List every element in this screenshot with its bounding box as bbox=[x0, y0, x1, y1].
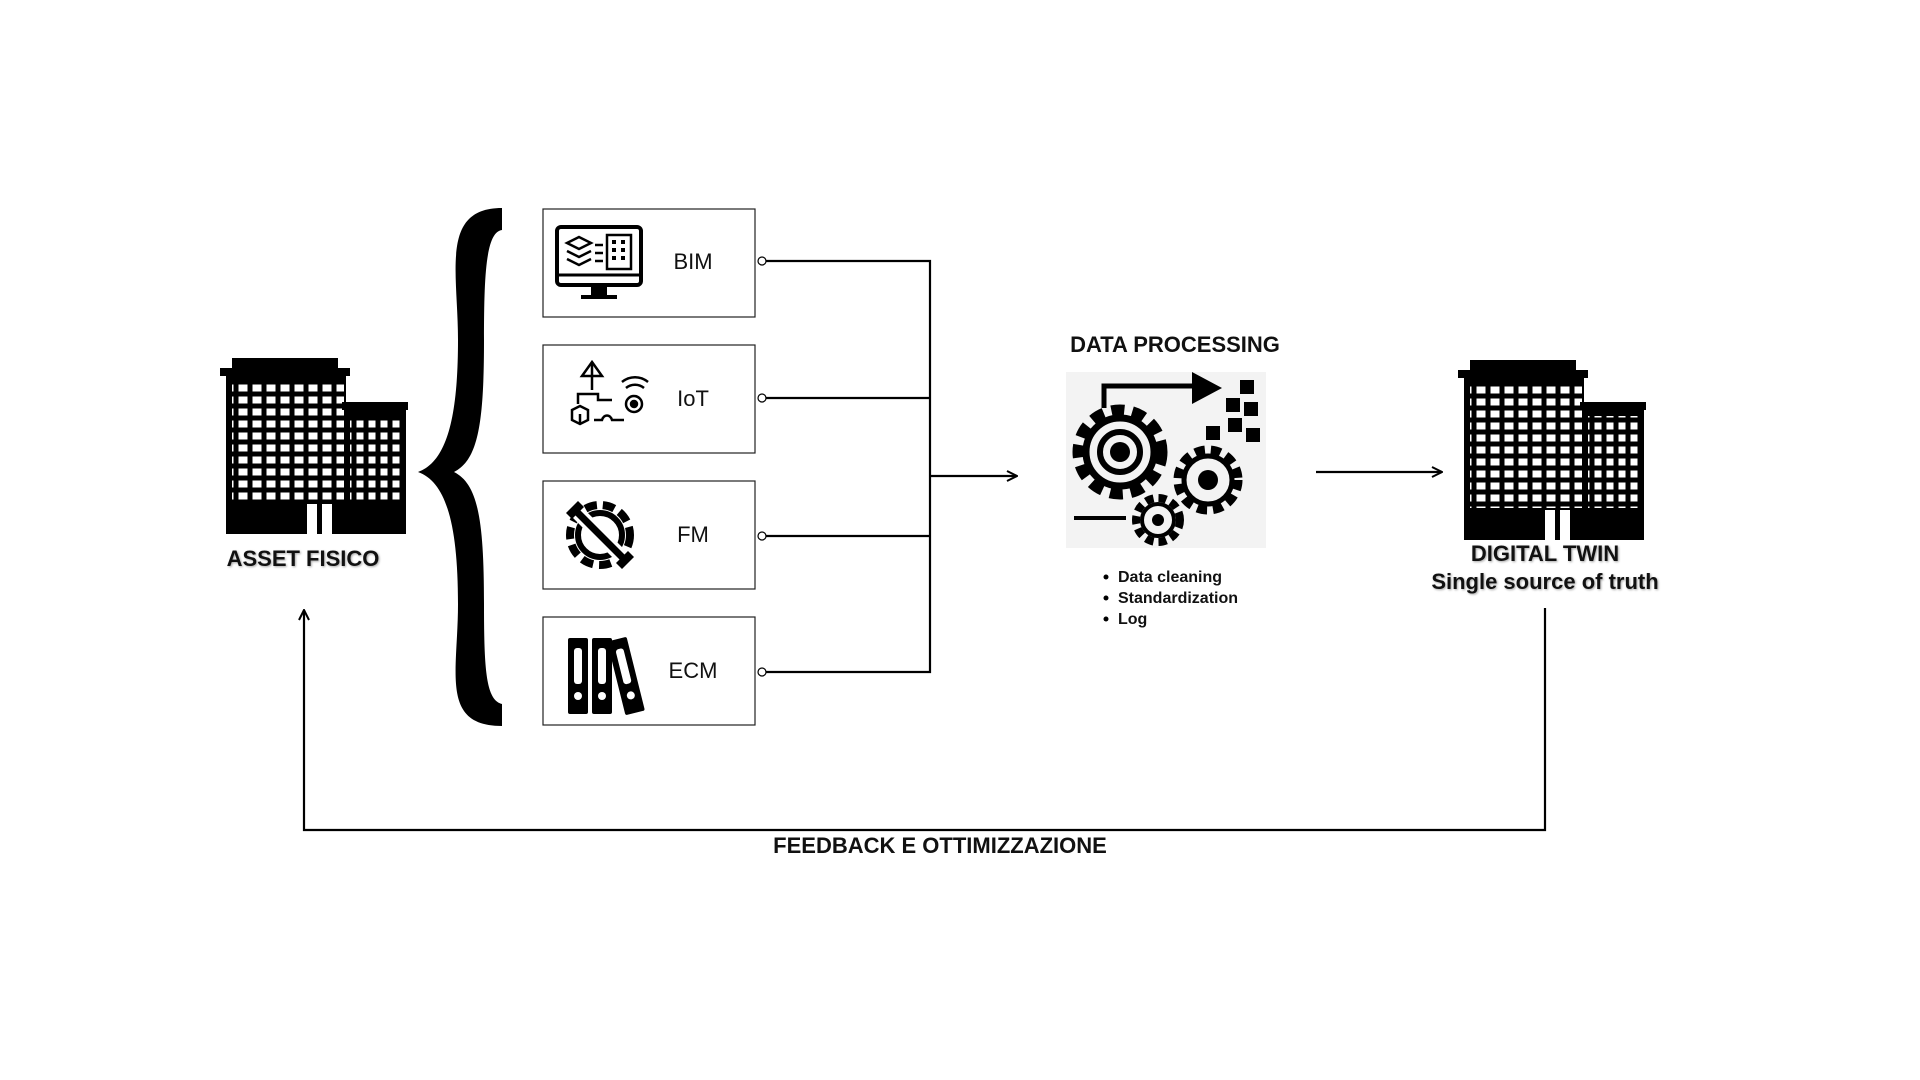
twin-subtitle: Single source of truth bbox=[1431, 569, 1658, 594]
asset-label: ASSET FISICO bbox=[227, 546, 380, 571]
grouping-brace bbox=[418, 208, 502, 726]
source-label-bim: BIM bbox=[673, 249, 712, 274]
source-box-iot: IoT bbox=[542, 344, 756, 454]
twin-title: DIGITAL TWIN bbox=[1471, 541, 1619, 566]
bullet-log: Log bbox=[1118, 611, 1147, 628]
bullet-dot bbox=[1103, 595, 1109, 601]
feedback-label: FEEDBACK E OTTIMIZZAZIONE bbox=[773, 833, 1107, 858]
source-label-iot: IoT bbox=[677, 386, 709, 411]
gear-wrench-icon bbox=[566, 501, 634, 569]
feedback-arrow bbox=[304, 608, 1547, 832]
gears-process-icon bbox=[1066, 372, 1266, 548]
source-box-fm: FM bbox=[542, 480, 756, 590]
iot-network-icon bbox=[570, 359, 649, 426]
processing-title: DATA PROCESSING bbox=[1070, 332, 1280, 357]
bullet-dot bbox=[1103, 574, 1109, 580]
binders-icon bbox=[568, 637, 645, 715]
twin-building-icon bbox=[1458, 360, 1646, 540]
bullet-standardization: Standardization bbox=[1118, 590, 1238, 607]
source-box-bim: BIM bbox=[542, 208, 756, 318]
processing-bullets: Data cleaning Standardization Log bbox=[1103, 569, 1238, 628]
bim-monitor-icon bbox=[555, 225, 643, 299]
source-connectors bbox=[757, 256, 932, 677]
bullet-data-cleaning: Data cleaning bbox=[1118, 569, 1222, 586]
asset-building-icon bbox=[220, 358, 408, 534]
bullet-dot bbox=[1103, 616, 1109, 622]
source-label-ecm: ECM bbox=[669, 658, 718, 683]
source-box-ecm: ECM bbox=[542, 616, 756, 726]
source-label-fm: FM bbox=[677, 522, 709, 547]
